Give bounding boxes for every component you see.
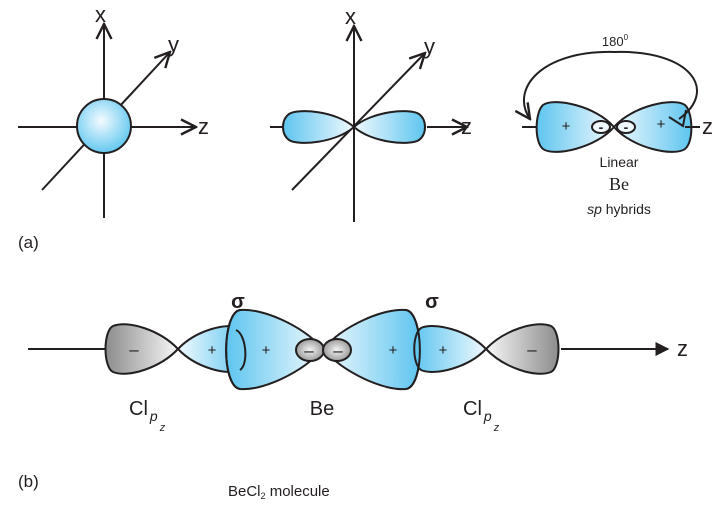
cl-right-back-lobe [484,323,560,375]
cl-left-overlap-outline [235,329,247,371]
molecule-caption: BeCl2 molecule [228,483,330,501]
sigma-left: σ [231,291,245,313]
geometry-label: Linear [600,154,639,170]
sigma-right: σ [425,291,439,313]
sign-be-left-small: – [304,341,314,360]
p-z-label: z [461,114,472,139]
atom-label-be-a: Be [609,174,629,194]
sign-cl-right-front: + [439,342,448,359]
be-label: Be [310,398,334,420]
angle-arc-head-right [668,109,687,128]
sp-small-lobe-right [616,120,636,134]
sign-be-right-big: + [389,342,398,359]
s-orbital-sphere [76,98,132,154]
sign-cl-left-back: – [129,340,139,359]
sp-lobe-left [535,101,616,153]
p-x-label: x [345,4,356,29]
sp-lobe-sign-left: + [562,118,571,135]
p-y-axis [291,53,425,191]
sp-small-sign-right: - [624,119,629,135]
cl-left-back-lobe [104,323,180,375]
be-left-overlap-outline [225,309,241,390]
sp-lobe-sign-right: + [657,116,666,133]
s-x-label: x [95,2,106,27]
angle-label: 1800 [602,33,629,49]
sign-cl-right-back: – [527,340,537,359]
sp-hybrids-caption: sp hybrids [587,201,651,217]
p-lobe-left [282,110,356,144]
sp-small-lobe-left [591,120,611,134]
sign-be-left-big: + [262,342,271,359]
s-orbital-group: x y z [18,2,209,218]
panel-b-label: (b) [18,472,39,491]
be-right-small-lobe [322,338,352,362]
sp-hybrid-group: - - + + z 1800 Linear Be sp hybrids [522,33,713,217]
panel-a-label: (a) [18,233,39,252]
angle-arc [524,50,698,119]
b-z-label: z [677,336,688,361]
be-right-overlap-outline [405,309,421,390]
sign-cl-left-front: + [208,342,217,359]
cl-right-front-lobe [413,325,488,373]
s-z-label: z [198,114,209,139]
p-y-label: y [424,34,435,59]
p-lobe-right [352,110,426,144]
p-orbital-group: x y z [270,4,472,222]
sp-z-label: z [702,114,713,139]
sign-be-right-small: – [333,341,343,360]
s-y-label: y [168,32,179,57]
sp-small-sign-left: - [599,119,604,135]
